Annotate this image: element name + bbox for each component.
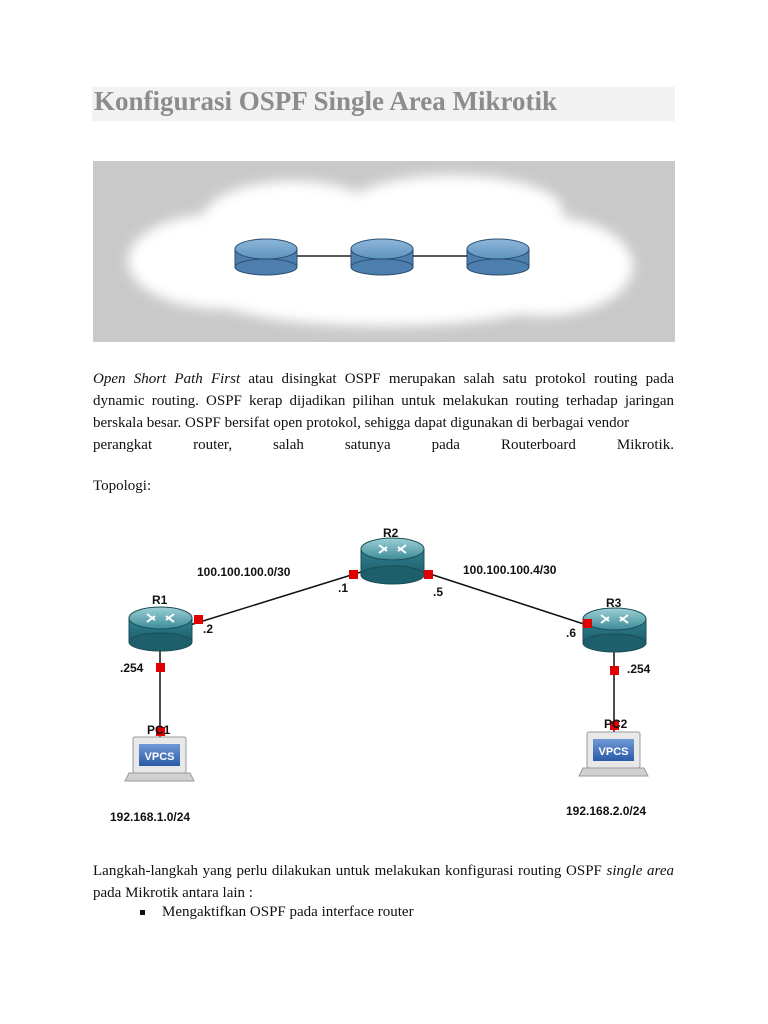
label-pc1: PC1 <box>147 723 171 737</box>
list-item-text: Mengaktifkan OSPF pada interface router <box>162 904 414 920</box>
intro-word: Routerboard <box>500 437 576 453</box>
label-net-1: 100.100.100.0/30 <box>197 565 291 579</box>
label-net-2: 100.100.100.4/30 <box>463 563 557 577</box>
intro-text: atau disingkat OSPF merupakan salah satu… <box>93 371 674 431</box>
steps-intro-paragraph: Langkah-langkah yang perlu dilakukan unt… <box>93 860 674 904</box>
pc2-screen-text: VPCS <box>599 746 629 758</box>
title-background <box>92 87 675 121</box>
label-r1-ip: .2 <box>203 622 213 636</box>
label-r1-lan-ip: .254 <box>120 661 144 675</box>
pc2-vpcs-icon <box>578 731 649 777</box>
steps-intro-text-after: pada Mikrotik antara lain : <box>93 885 253 901</box>
pc1-vpcs-icon <box>124 736 195 782</box>
topology-diagram: VPCS VPCS R2 R1 R3 100.100.100.0/30 100.… <box>110 526 651 824</box>
pc1-screen-text: VPCS <box>145 751 175 763</box>
intro-last-line: perangkat router, salah satunya pada Rou… <box>93 434 674 456</box>
interface-markers <box>156 570 619 736</box>
intro-word: router, <box>193 437 233 453</box>
router-r3-icon <box>582 607 647 653</box>
banner-router-1-icon <box>234 238 298 276</box>
intro-word: Mikrotik. <box>616 437 674 453</box>
intro-word: satunya <box>344 437 391 453</box>
list-item: Mengaktifkan OSPF pada interface router <box>140 904 414 921</box>
label-lan-1: 192.168.1.0/24 <box>110 810 190 824</box>
label-r2: R2 <box>383 526 399 540</box>
label-r2-ip-right: .5 <box>433 585 443 599</box>
banner-router-3-icon <box>466 238 530 276</box>
intro-italic-lead: Open Short Path First <box>93 371 241 387</box>
label-r2-ip-left: .1 <box>338 581 348 595</box>
label-r3: R3 <box>606 596 622 610</box>
banner-router-2-icon <box>350 238 414 276</box>
intro-word: pada <box>431 437 460 453</box>
ospf-cloud-banner <box>93 161 675 342</box>
router-r2-icon <box>360 537 425 585</box>
page-title: Konfigurasi OSPF Single Area Mikrotik <box>94 86 558 116</box>
router-r1-icon <box>128 606 193 652</box>
topology-label: Topologi: <box>93 478 152 494</box>
label-r1: R1 <box>152 593 168 607</box>
steps-intro-italic: single area <box>606 863 674 879</box>
steps-intro-text: Langkah-langkah yang perlu dilakukan unt… <box>93 863 607 879</box>
label-lan-2: 192.168.2.0/24 <box>566 804 646 818</box>
intro-word: salah <box>273 437 304 453</box>
label-r3-ip: .6 <box>566 626 576 640</box>
label-r3-lan-ip: .254 <box>627 662 651 676</box>
intro-paragraph: Open Short Path First atau disingkat OSP… <box>93 368 674 456</box>
label-pc2: PC2 <box>604 717 628 731</box>
bullet-icon <box>140 910 145 915</box>
intro-word: perangkat <box>93 437 153 453</box>
